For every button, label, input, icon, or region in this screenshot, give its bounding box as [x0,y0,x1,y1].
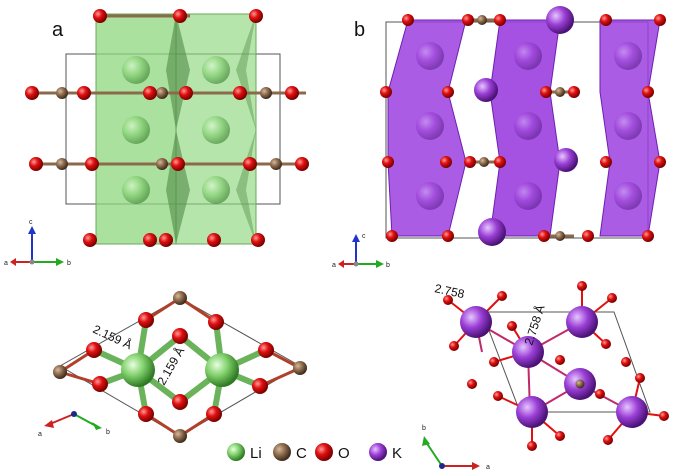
axis-c-label: c [29,219,33,226]
legend-label-li: Li [250,445,262,462]
axis-b-label: b [422,425,426,432]
k-carbonate-top-view: 2.758 2.758 Å [433,281,669,451]
li-atom [121,353,155,387]
k-atom-large [474,78,498,102]
li-carbonate-top-view: 2.159 Å 2.159 Å [53,291,307,443]
oxygen-atoms-c [86,312,274,422]
legend-label-c: C [296,445,307,462]
c-o-bonds [59,296,301,438]
k-atom [416,42,444,70]
axis-a-label: a [486,464,490,471]
li-atom [122,176,150,204]
k-atom [516,396,548,428]
k-atom [566,306,598,338]
carbon-atoms-a [56,87,282,170]
carbon-atom [293,361,307,375]
axes-indicator-d: b a [422,425,490,471]
oxygen-atoms-b [380,14,666,242]
bond-length-label: 2.758 Å [521,303,548,347]
k-atom [614,42,642,70]
li-atom [202,116,230,144]
axis-b-label: b [67,260,71,267]
polyhedron-edge-shade [236,14,256,244]
k-atom [416,112,444,140]
carbon-atom [575,379,585,389]
li-atom [122,56,150,84]
oxygen-atoms-a [25,9,309,247]
panel-a-structure [25,9,309,247]
k-atom [614,182,642,210]
unit-cell-c [58,297,302,437]
carbon-atom [173,291,187,305]
axes-indicator-c: a b [38,411,110,438]
li-atom [205,353,239,387]
li-atom [202,176,230,204]
k-atom-large [546,6,574,34]
axes-indicator-a: c a b [4,219,71,267]
panel-b-structure [380,6,666,246]
carbon-atom [173,429,187,443]
axis-c-label: c [362,233,366,240]
axis-a-label: a [4,260,8,267]
carbon-atom [53,365,67,379]
axis-b-label: b [106,429,110,436]
panel-label-b: b [354,19,365,41]
polyhedron-edge-shade [166,14,190,244]
legend-label-k: K [392,445,402,462]
li-atom [122,116,150,144]
legend-swatch-k [369,443,387,461]
legend-swatch-li [227,443,245,461]
carbon-atoms-b [477,15,565,241]
li-atom [202,56,230,84]
oxygen-atoms-d [443,281,669,451]
k-atom [614,112,642,140]
legend-swatch-o [315,443,333,461]
panel-label-a: a [52,19,64,41]
k-atom-large [554,148,578,172]
legend-label-o: O [338,445,350,462]
axis-a-label: a [38,431,42,438]
k-atom [514,42,542,70]
axes-indicator-b: c a b [332,233,390,269]
axis-a-label: a [332,262,336,269]
axis-b-label: b [386,262,390,269]
element-legend: Li C O K [227,443,402,462]
k-atom [512,336,544,368]
legend-swatch-c [273,443,291,461]
k-atom [514,182,542,210]
bond-length-label: 2.758 [433,281,466,301]
k-atom [416,182,444,210]
k-atom-large [478,218,506,246]
k-atom [616,396,648,428]
k-atom [514,112,542,140]
k-atom [460,306,492,338]
